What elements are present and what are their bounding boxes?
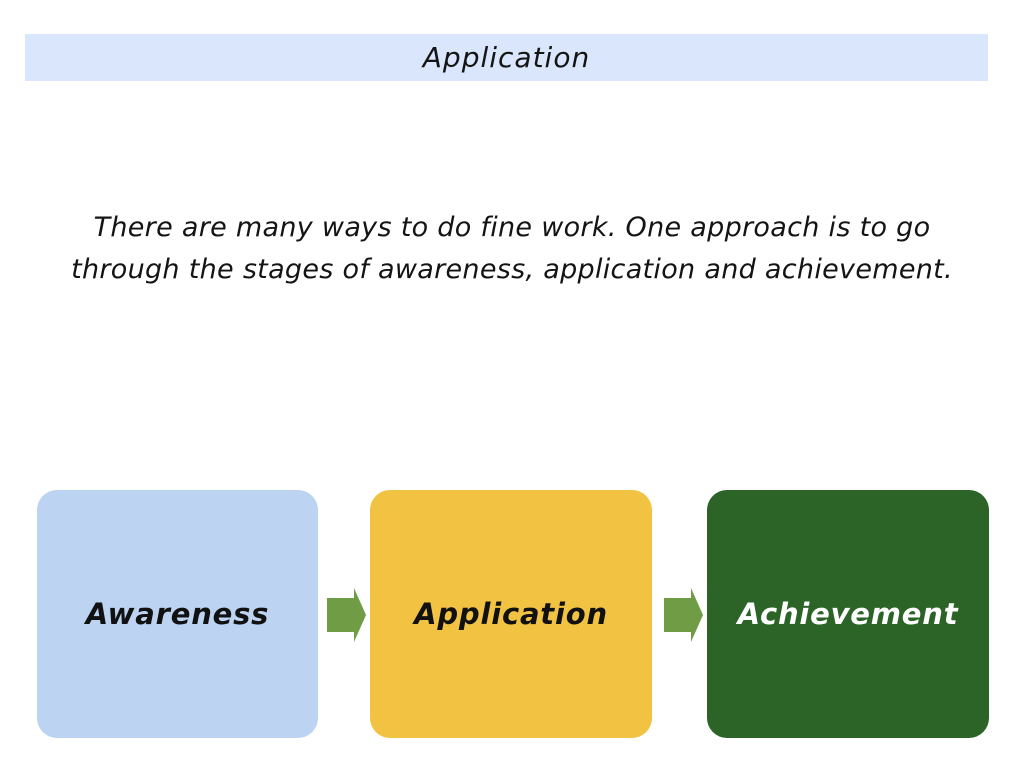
stage-label-application: Application — [414, 597, 608, 631]
arrow-right-shape — [327, 588, 366, 642]
intro-line-1: There are many ways to do fine work. One… — [93, 212, 931, 243]
intro-line-2: through the stages of awareness, applica… — [71, 254, 953, 285]
slide-title: Application — [422, 41, 591, 74]
stage-box-achievement: Achievement — [707, 490, 989, 738]
slide-title-bar: Application — [25, 34, 988, 81]
arrow-right-icon — [664, 588, 703, 642]
stage-box-application: Application — [370, 490, 652, 738]
stage-label-achievement: Achievement — [737, 597, 959, 631]
stage-box-awareness: Awareness — [37, 490, 318, 738]
arrow-right-icon — [327, 588, 366, 642]
arrow-right-shape — [664, 588, 703, 642]
stage-label-awareness: Awareness — [85, 597, 270, 631]
intro-text: There are many ways to do fine work. One… — [40, 207, 984, 291]
